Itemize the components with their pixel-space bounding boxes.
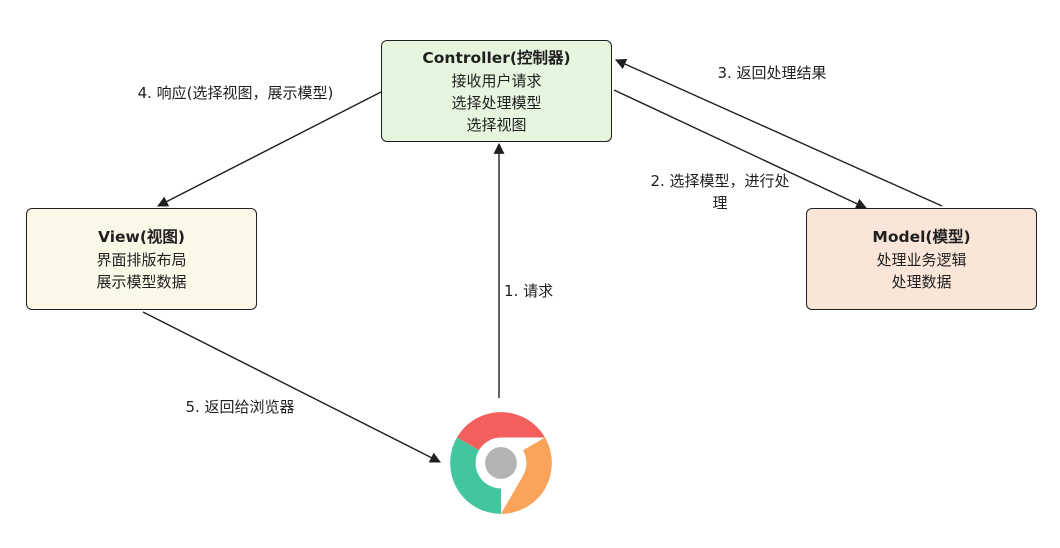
- model-line: 处理数据: [891, 273, 952, 291]
- model-title: Model(模型): [872, 228, 971, 246]
- chrome-green-segment: [450, 437, 501, 514]
- view-line: 界面排版布局: [96, 251, 187, 269]
- chrome-orange-segment: [501, 437, 552, 514]
- chrome-center-dot: [485, 447, 517, 479]
- controller-line: 接收用户请求: [451, 72, 542, 90]
- controller-box: Controller(控制器) 接收用户请求 选择处理模型 选择视图: [381, 40, 612, 142]
- edge-label-return-result: 3. 返回处理结果: [717, 64, 827, 82]
- controller-title: Controller(控制器): [422, 49, 571, 67]
- model-box: Model(模型) 处理业务逻辑 处理数据: [806, 208, 1037, 310]
- arrow-select-model: [613, 89, 867, 209]
- controller-line: 选择视图: [466, 116, 527, 134]
- controller-line: 选择处理模型: [451, 94, 542, 112]
- arrow-response: [157, 91, 382, 207]
- view-box: View(视图) 界面排版布局 展示模型数据: [26, 208, 257, 310]
- edge-label-select-model: 2. 选择模型，进行处理: [650, 172, 790, 212]
- edge-label-request: 1. 请求: [504, 282, 554, 300]
- edge-label-return-to-browser: 5. 返回给浏览器: [185, 398, 295, 416]
- arrow-return-to-browser: [142, 311, 441, 463]
- model-line: 处理业务逻辑: [876, 251, 967, 269]
- chrome-red-segment: [456, 412, 546, 451]
- view-title: View(视图): [97, 228, 186, 246]
- arrow-return-result: [614, 59, 943, 207]
- chrome-browser-icon: [450, 412, 552, 514]
- view-line: 展示模型数据: [96, 273, 187, 291]
- edge-label-response: 4. 响应(选择视图，展示模型): [137, 84, 334, 102]
